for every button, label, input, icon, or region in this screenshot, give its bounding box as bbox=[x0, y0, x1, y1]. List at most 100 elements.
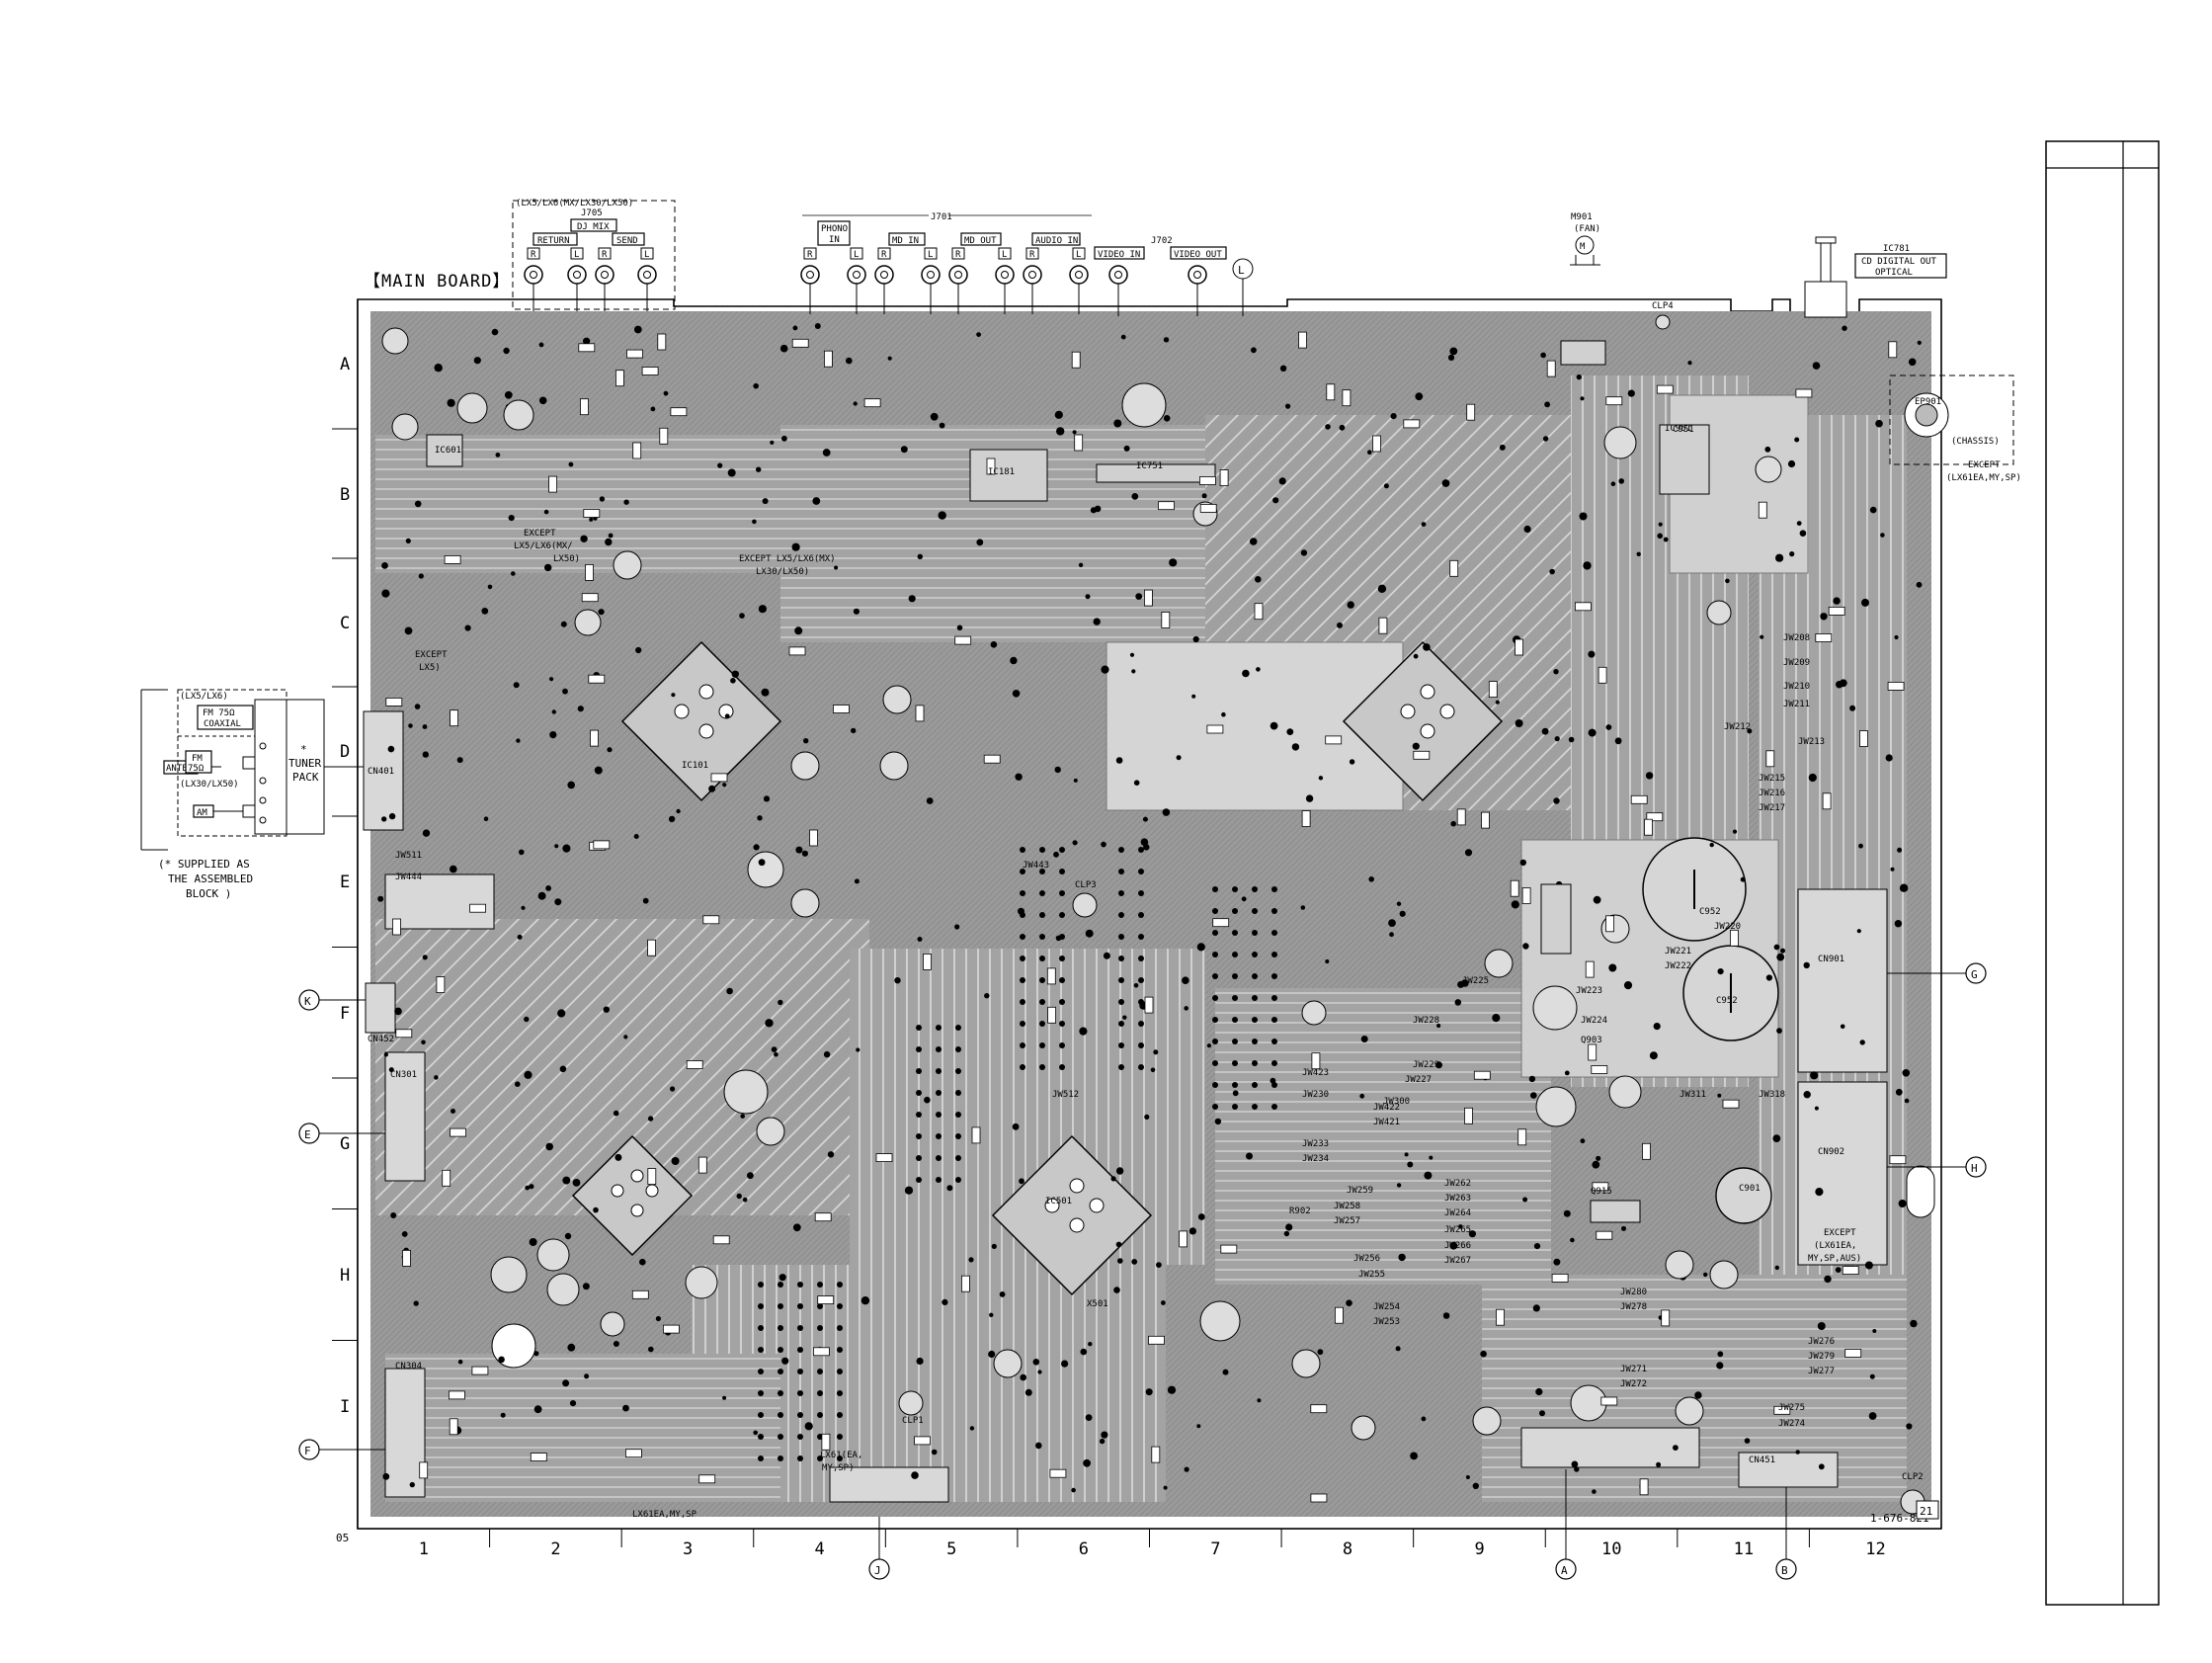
jw213-label: JW213 bbox=[1798, 737, 1825, 747]
solder-pad bbox=[1325, 958, 1330, 964]
input-jack-channel-0: R bbox=[807, 250, 813, 260]
component-footprint bbox=[961, 1275, 970, 1292]
solder-pad bbox=[1407, 1161, 1414, 1168]
solder-pad bbox=[736, 1193, 742, 1200]
trace-bundle-h bbox=[1215, 988, 1551, 1285]
solder-pad bbox=[1252, 908, 1258, 914]
solder-pad bbox=[1079, 1027, 1088, 1036]
component-footprint bbox=[1828, 607, 1845, 616]
solder-pad bbox=[770, 440, 775, 445]
solder-pad bbox=[916, 1112, 922, 1118]
solder-pad bbox=[1020, 1064, 1025, 1070]
component-footprint bbox=[1199, 503, 1217, 513]
solder-pad bbox=[1232, 1090, 1239, 1097]
solder-pad bbox=[504, 390, 513, 399]
tuner-models-top: (LX5/LX6) bbox=[180, 692, 228, 702]
component-footprint bbox=[1642, 1142, 1651, 1160]
jw217-label: JW217 bbox=[1759, 803, 1785, 813]
solder-pad bbox=[860, 1296, 870, 1305]
jw443-area bbox=[384, 873, 495, 930]
c901-label: C901 bbox=[1739, 1184, 1761, 1194]
column-label-11: 11 bbox=[1734, 1539, 1754, 1559]
solder-pad bbox=[1412, 742, 1420, 750]
solder-pad bbox=[1450, 820, 1456, 827]
solder-pad bbox=[1133, 780, 1140, 786]
solder-pad bbox=[599, 496, 606, 502]
solder-pad bbox=[605, 538, 613, 546]
solder-pad bbox=[894, 977, 901, 984]
solder-pad bbox=[1717, 968, 1724, 975]
solder-pad bbox=[1360, 1036, 1368, 1042]
optical-box bbox=[1854, 253, 1947, 279]
jw234-label: JW234 bbox=[1302, 1154, 1329, 1164]
lx61-note-b: LX61(EA, bbox=[820, 1451, 862, 1460]
send-label: SEND bbox=[616, 236, 638, 246]
solder-pad bbox=[1658, 522, 1663, 527]
solder-pad bbox=[916, 1133, 922, 1139]
solder-pad bbox=[846, 357, 853, 365]
solder-pad bbox=[1869, 506, 1877, 514]
component-footprint bbox=[1456, 808, 1466, 826]
solder-pad bbox=[752, 519, 757, 525]
solder-pad bbox=[383, 1052, 388, 1057]
solder-pad bbox=[1610, 481, 1616, 487]
solder-pad bbox=[598, 609, 605, 616]
ic415-body bbox=[1520, 1427, 1700, 1468]
except-note-a-line2: LX5/LX6(MX/ bbox=[514, 541, 573, 551]
solder-pad bbox=[779, 344, 788, 353]
solder-pad bbox=[1118, 956, 1124, 961]
dj-jack-channel-1: L bbox=[574, 250, 579, 260]
solder-pad bbox=[1760, 634, 1764, 639]
solder-pad bbox=[1039, 999, 1045, 1005]
jw271-label: JW271 bbox=[1620, 1365, 1647, 1374]
solder-pad bbox=[797, 1455, 803, 1461]
solder-pad bbox=[422, 955, 428, 960]
component-footprint bbox=[809, 829, 818, 847]
solder-pad bbox=[804, 1422, 813, 1431]
solder-pad bbox=[1123, 445, 1130, 452]
solder-pad bbox=[1894, 920, 1903, 928]
solder-pad bbox=[1201, 493, 1207, 499]
marker-E bbox=[298, 1123, 320, 1144]
input-jack-channel-box bbox=[1072, 247, 1086, 260]
optical-line1: CD DIGITAL OUT bbox=[1861, 257, 1936, 267]
solder-pad bbox=[1184, 1466, 1189, 1472]
input-jack bbox=[1069, 265, 1089, 285]
solder-pad bbox=[409, 1481, 415, 1488]
solder-pad bbox=[1020, 934, 1025, 940]
solder-pad bbox=[1118, 1021, 1124, 1027]
jw277-label: JW277 bbox=[1808, 1367, 1835, 1376]
solder-pad bbox=[434, 364, 443, 373]
solder-pad bbox=[1232, 886, 1238, 892]
solder-pad bbox=[1056, 427, 1065, 436]
solder-pad bbox=[1144, 1114, 1150, 1120]
solder-pad bbox=[837, 1369, 843, 1374]
solder-pad bbox=[1271, 1082, 1277, 1088]
fan-symbol: M bbox=[1580, 242, 1586, 252]
solder-pad bbox=[727, 468, 736, 477]
component-footprint bbox=[581, 593, 599, 603]
c951-capacitor bbox=[1642, 837, 1747, 942]
component-footprint bbox=[588, 674, 606, 684]
solder-pad bbox=[955, 1090, 961, 1096]
solder-pad bbox=[936, 1155, 942, 1161]
row-label-E: E bbox=[340, 873, 350, 892]
solder-pad bbox=[1656, 1461, 1662, 1467]
solder-pad bbox=[405, 538, 411, 544]
solder-pad bbox=[916, 1177, 922, 1183]
solder-pad bbox=[722, 783, 727, 788]
solder-pad bbox=[1789, 551, 1795, 557]
solder-pad bbox=[1441, 479, 1450, 487]
solder-pad bbox=[955, 1068, 961, 1074]
component-footprint bbox=[1591, 1065, 1608, 1074]
jw256-label: JW256 bbox=[1353, 1254, 1380, 1264]
solder-pad bbox=[676, 808, 681, 814]
solder-pad bbox=[989, 1312, 994, 1318]
marker-J bbox=[868, 1558, 890, 1580]
component-footprint bbox=[1844, 1349, 1862, 1358]
solder-pad bbox=[1182, 976, 1189, 984]
solder-pad bbox=[1252, 1104, 1258, 1110]
md-in-box bbox=[888, 232, 926, 246]
solder-pad bbox=[557, 1009, 566, 1018]
solder-pad bbox=[1271, 1060, 1277, 1066]
